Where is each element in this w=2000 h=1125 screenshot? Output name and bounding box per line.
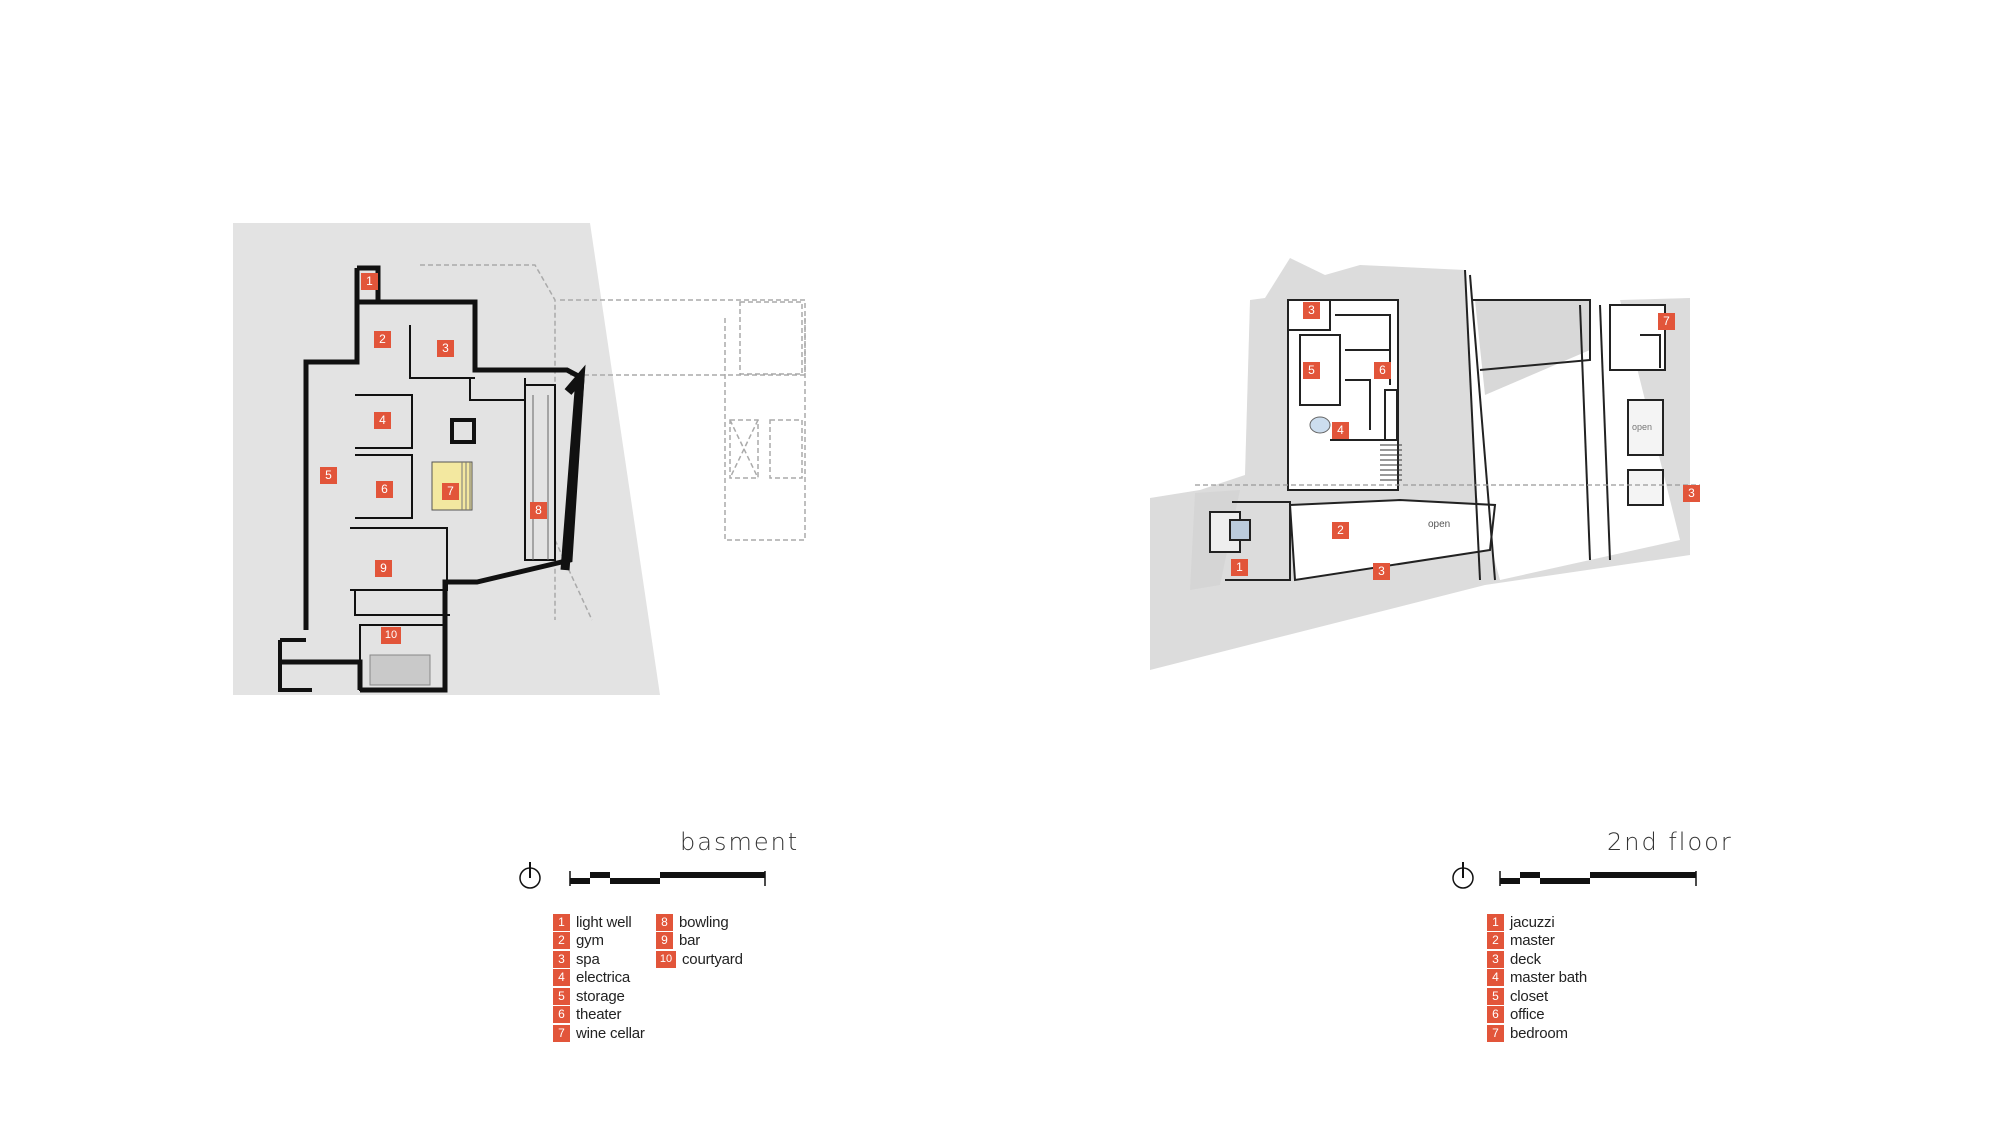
basement-legend-col-1: 1 light well 2 gym 3 spa 4 electrica 5 storag… [553, 913, 645, 1043]
second-floor-scale-graphics [1452, 862, 1697, 889]
legend-label: spa [576, 950, 600, 968]
legend-label: gym [576, 932, 604, 950]
second-floor-title: 2nd floor [1607, 828, 1733, 856]
legend-label: theater [576, 1006, 622, 1024]
room-badge-storage: 5 [320, 467, 337, 484]
legend-item: 1 jacuzzi [1487, 913, 1587, 932]
legend-item: 1 light well [553, 913, 645, 932]
legend-badge: 8 [656, 913, 673, 931]
legend-badge: 5 [1487, 987, 1504, 1005]
second-floor-plan [1150, 258, 1700, 670]
legend-badge: 1 [1487, 913, 1504, 931]
legend-label: master [1510, 932, 1555, 950]
legend-badge: 9 [656, 932, 673, 950]
courtyard-planting [369, 654, 431, 686]
legend-badge: 1 [553, 913, 570, 931]
scale-bar-icon [1499, 871, 1697, 886]
room-badge-wine-cellar: 7 [442, 483, 459, 500]
legend-label: light well [576, 913, 632, 931]
legend-label: bedroom [1510, 1024, 1568, 1042]
legend-badge: 7 [553, 1024, 570, 1042]
room-badge-electrica: 4 [374, 412, 391, 429]
room-badge-closet: 5 [1303, 362, 1320, 379]
legend-label: office [1510, 1006, 1545, 1024]
legend-badge: 3 [553, 950, 570, 968]
legend-label: courtyard [682, 950, 743, 968]
room-badge-gym: 2 [374, 331, 391, 348]
legend-label: bar [679, 932, 701, 950]
legend-badge: 5 [553, 987, 570, 1005]
legend-item: 2 gym [553, 932, 645, 951]
room-badge-master: 2 [1332, 522, 1349, 539]
legend-badge: 2 [553, 932, 570, 950]
basement-legend-col-2: 8 bowling 9 bar 10 courtyard [656, 913, 743, 969]
room-badge-spa: 3 [437, 340, 454, 357]
legend-item: 2 master [1487, 932, 1587, 951]
legend-item: 5 closet [1487, 987, 1587, 1006]
room-badge-bar: 9 [375, 560, 392, 577]
room-badge-light-well: 1 [361, 273, 378, 290]
second-floor-walls [1209, 269, 1666, 582]
basement-title: basment [680, 828, 800, 856]
legend-label: electrica [576, 969, 631, 987]
legend-item: 3 spa [553, 950, 645, 969]
bowling-lane-lines [532, 395, 549, 560]
scale-bar-icon [569, 871, 766, 886]
second-floor-stairs [1380, 444, 1402, 481]
legend-item: 5 storage [553, 987, 645, 1006]
legend-badge: 3 [1487, 950, 1504, 968]
legend-label: wine cellar [576, 1024, 645, 1042]
legend-item: 7 wine cellar [553, 1024, 645, 1043]
legend-badge: 4 [553, 969, 570, 987]
legend-badge: 4 [1487, 969, 1504, 987]
second-floor-legend-col-1: 1 jacuzzi 2 master 3 deck 4 master bath 5 clo… [1487, 913, 1587, 1043]
basement-scale-graphics [519, 862, 766, 889]
legend-label: storage [576, 987, 625, 1005]
room-badge-jacuzzi: 1 [1231, 559, 1248, 576]
open-area-label: open [1428, 519, 1451, 530]
room-badge-bedroom: 7 [1658, 313, 1675, 330]
open-area-label-annex: open [1632, 422, 1653, 432]
legend-item: 6 office [1487, 1006, 1587, 1025]
legend-item: 10 courtyard [656, 950, 743, 969]
legend-item: 7 bedroom [1487, 1024, 1587, 1043]
legend-label: jacuzzi [1510, 913, 1555, 931]
basement-site-area [233, 223, 660, 695]
north-arrow-icon [519, 862, 541, 889]
master-bath-tub [1309, 416, 1331, 434]
basement-plan [233, 223, 806, 695]
legend-item: 9 bar [656, 932, 743, 951]
second-floor-shadow [1150, 258, 1690, 670]
legend-item: 3 deck [1487, 950, 1587, 969]
north-arrow-icon [1452, 862, 1474, 889]
legend-item: 4 electrica [553, 969, 645, 988]
room-badge-courtyard: 10 [381, 627, 401, 644]
legend-item: 6 theater [553, 1006, 645, 1025]
legend-label: deck [1510, 950, 1541, 968]
second-floor-shadow-right [1475, 300, 1590, 395]
legend-badge: 10 [656, 950, 676, 968]
room-badge-deck-south: 3 [1373, 563, 1390, 580]
basement-walls [278, 265, 586, 693]
room-badge-deck-north: 3 [1303, 302, 1320, 319]
legend-item: 4 master bath [1487, 969, 1587, 988]
legend-label: master bath [1510, 969, 1588, 987]
legend-label: closet [1510, 987, 1548, 1005]
legend-badge: 2 [1487, 932, 1504, 950]
legend-badge: 6 [553, 1006, 570, 1024]
legend-item: 8 bowling [656, 913, 743, 932]
legend-badge: 7 [1487, 1024, 1504, 1042]
room-badge-office: 6 [1374, 362, 1391, 379]
legend-badge: 6 [1487, 1006, 1504, 1024]
room-badge-bowling: 8 [530, 502, 547, 519]
legend-label: bowling [679, 913, 729, 931]
room-badge-deck-east: 3 [1683, 485, 1700, 502]
basement-stair-lines [461, 462, 471, 510]
room-badge-theater: 6 [376, 481, 393, 498]
room-badge-master-bath: 4 [1332, 422, 1349, 439]
